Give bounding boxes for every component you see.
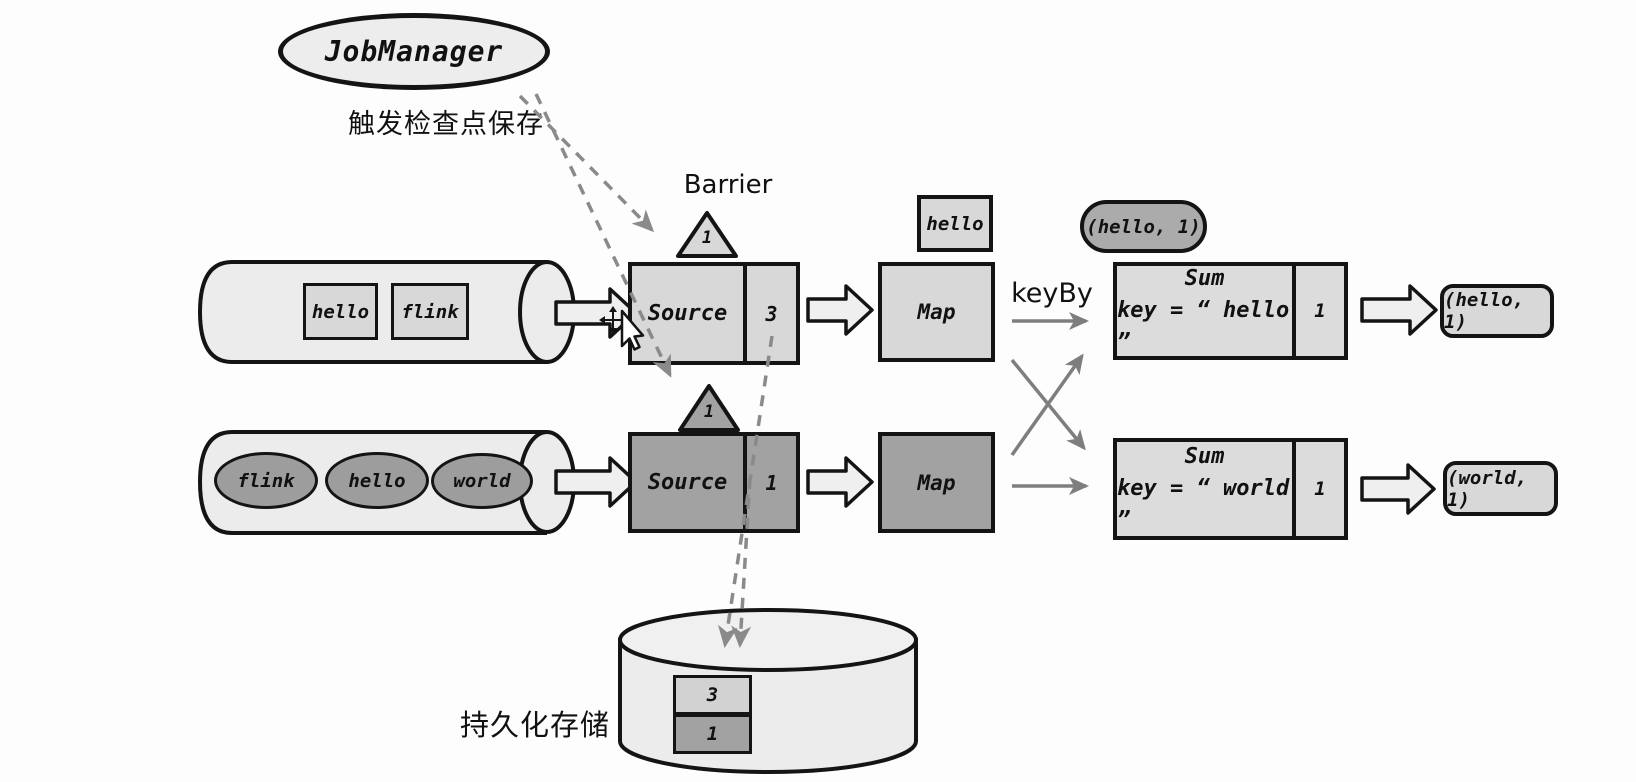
block-arrow-pipe1-source1-icon: [554, 287, 638, 339]
sum-key-label: key = “ world ”: [1117, 476, 1290, 533]
queue-item: flink: [391, 283, 469, 340]
output-record-top: (hello, 1): [1440, 284, 1554, 338]
job-manager-label: JobManager: [324, 35, 504, 68]
keyby-arrow-map2-sum1-icon: [1010, 353, 1084, 457]
barrier-value-top: 1: [701, 228, 713, 248]
job-manager-node: JobManager: [278, 13, 550, 90]
sum-title: Sum: [1184, 266, 1225, 292]
keyby-arrow-map1-sum2-icon: [1010, 358, 1086, 451]
block-arrow-pipe2-source2-icon: [554, 456, 638, 508]
barrier-label: Barrier: [683, 170, 773, 200]
block-arrow-sum1-output1-icon: [1360, 284, 1438, 336]
map-operator-top: Map: [878, 262, 995, 362]
pipe-cylinder-top-icon: [197, 260, 576, 364]
output-record-bottom: (world, 1): [1443, 461, 1558, 516]
queue-item: flink: [214, 452, 318, 509]
storage-value: 1: [673, 714, 752, 754]
block-arrow-source2-map2-icon: [806, 456, 874, 508]
sum-key-label: key = “ hello ”: [1117, 298, 1290, 355]
source-label: Source: [647, 470, 728, 495]
source-label: Source: [647, 301, 728, 326]
state-value-badge: 1: [1292, 266, 1344, 356]
storage-cylinder-icon: [618, 608, 918, 774]
persistent-storage-label: 持久化存储: [460, 708, 611, 742]
sum-operator-top: Sum key = “ hello ” 1: [1113, 262, 1348, 360]
block-arrow-sum2-output2-icon: [1360, 463, 1436, 515]
trigger-checkpoint-label: 触发检查点保存: [348, 109, 544, 140]
source-operator-bottom: Source 1: [628, 432, 800, 533]
state-value-badge: 1: [1292, 442, 1344, 536]
keyed-record-pill: (hello, 1): [1080, 200, 1207, 253]
keyby-label: keyBy: [1011, 278, 1093, 309]
source-operator-top: Source 3: [628, 262, 800, 365]
inflight-record: hello: [917, 195, 993, 252]
map-operator-bottom: Map: [878, 432, 995, 533]
queue-item: hello: [325, 452, 429, 509]
queue-item: world: [431, 453, 533, 509]
checkpoint-offset-badge: 3: [743, 266, 796, 361]
block-arrow-source1-map1-icon: [806, 284, 874, 336]
sum-operator-bottom: Sum key = “ world ” 1: [1113, 438, 1348, 540]
sum-title: Sum: [1184, 444, 1225, 470]
barrier-value-bottom: 1: [703, 402, 715, 422]
queue-item: hello: [303, 283, 378, 340]
storage-value: 3: [673, 675, 752, 715]
checkpoint-offset-badge: 1: [743, 436, 796, 529]
